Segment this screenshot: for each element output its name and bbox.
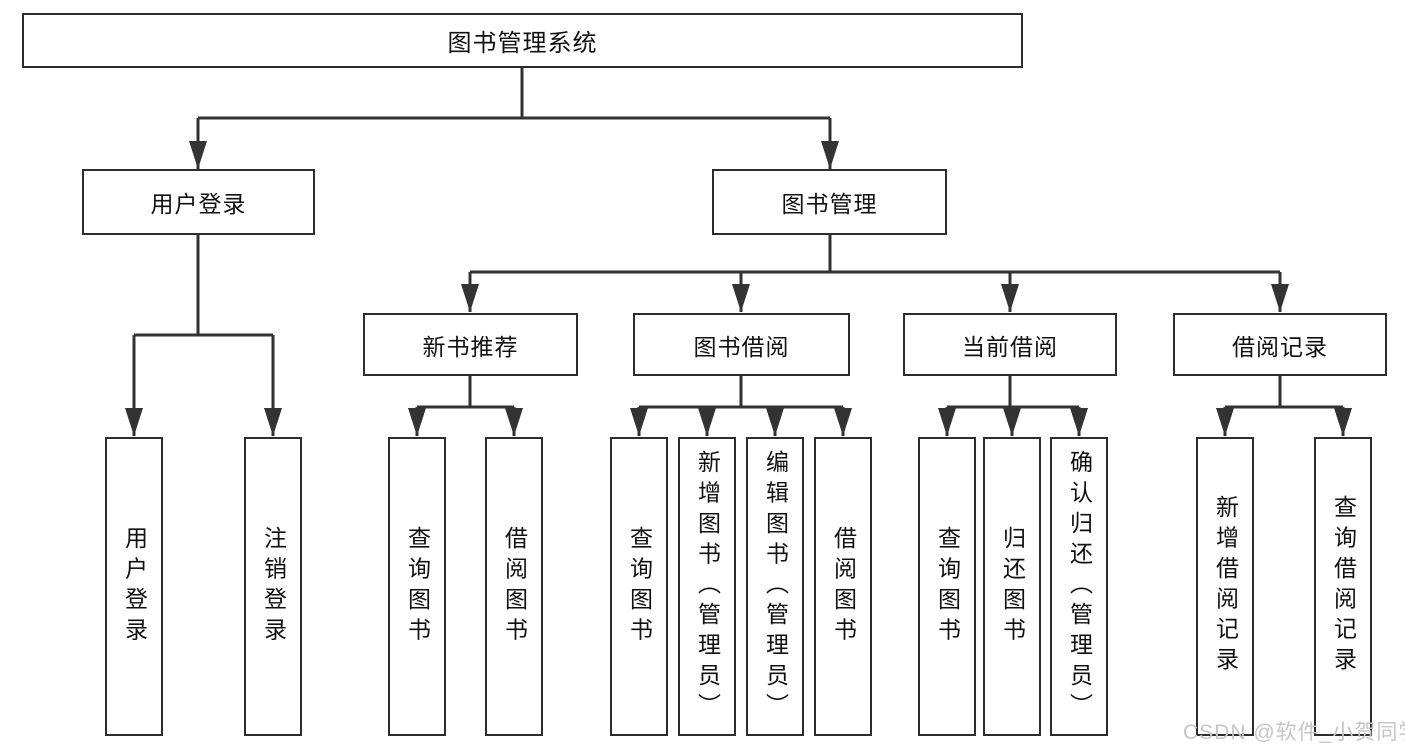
node-book-borrow-label: 图书借阅: [693, 333, 790, 360]
leaf-query-books-recommend-label: 查询图书: [404, 525, 431, 648]
node-book-borrow: 图书借阅: [633, 313, 850, 376]
leaf-borrow-books: 借阅图书: [814, 437, 872, 736]
node-new-book-recommend-label: 新书推荐: [422, 333, 519, 360]
leaf-add-borrow-record: 新增借阅记录: [1196, 437, 1254, 736]
node-book-management: 图书管理: [712, 169, 947, 235]
leaf-borrow-books-label: 借阅图书: [830, 525, 857, 648]
node-borrow-records: 借阅记录: [1173, 313, 1387, 376]
leaf-logout-label: 注销登录: [260, 525, 287, 648]
leaf-confirm-return-admin-label: 确认归还（管理员）: [1066, 449, 1093, 724]
watermark: CSDN @软件_小贺同学: [1183, 721, 1405, 744]
leaf-logout: 注销登录: [244, 437, 302, 736]
leaf-borrow-books-recommend-label: 借阅图书: [501, 525, 528, 648]
node-user-login: 用户登录: [82, 169, 315, 235]
node-borrow-records-label: 借阅记录: [1232, 333, 1328, 360]
leaf-add-borrow-record-label: 新增借阅记录: [1212, 495, 1239, 678]
leaf-query-borrow-record: 查询借阅记录: [1314, 437, 1372, 736]
leaf-add-book-admin: 新增图书（管理员）: [678, 437, 736, 736]
leaf-return-books-label: 归还图书: [999, 525, 1026, 648]
leaf-edit-book-admin: 编辑图书（管理员）: [746, 437, 804, 736]
leaf-query-books-current: 查询图书: [918, 437, 976, 736]
leaf-query-books-borrow-label: 查询图书: [626, 525, 653, 648]
leaf-query-books-borrow: 查询图书: [610, 437, 668, 736]
leaf-confirm-return-admin: 确认归还（管理员）: [1050, 437, 1108, 736]
leaf-add-book-admin-label: 新增图书（管理员）: [694, 449, 721, 724]
node-current-borrow-label: 当前借阅: [962, 333, 1058, 360]
leaf-user-login: 用户登录: [105, 437, 163, 736]
node-library-system-label: 图书管理系统: [447, 30, 598, 57]
leaf-return-books: 归还图书: [983, 437, 1041, 736]
node-user-login-label: 用户登录: [150, 191, 247, 217]
node-book-management-label: 图书管理: [781, 191, 878, 217]
leaf-query-borrow-record-label: 查询借阅记录: [1330, 495, 1357, 678]
node-current-borrow: 当前借阅: [903, 313, 1117, 376]
leaf-query-books-current-label: 查询图书: [934, 525, 961, 648]
leaf-edit-book-admin-label: 编辑图书（管理员）: [762, 449, 789, 724]
leaf-query-books-recommend: 查询图书: [388, 437, 446, 736]
node-new-book-recommend: 新书推荐: [363, 313, 578, 376]
node-library-system: 图书管理系统: [22, 13, 1023, 68]
leaf-borrow-books-recommend: 借阅图书: [485, 437, 543, 736]
leaf-user-login-label: 用户登录: [121, 525, 148, 648]
